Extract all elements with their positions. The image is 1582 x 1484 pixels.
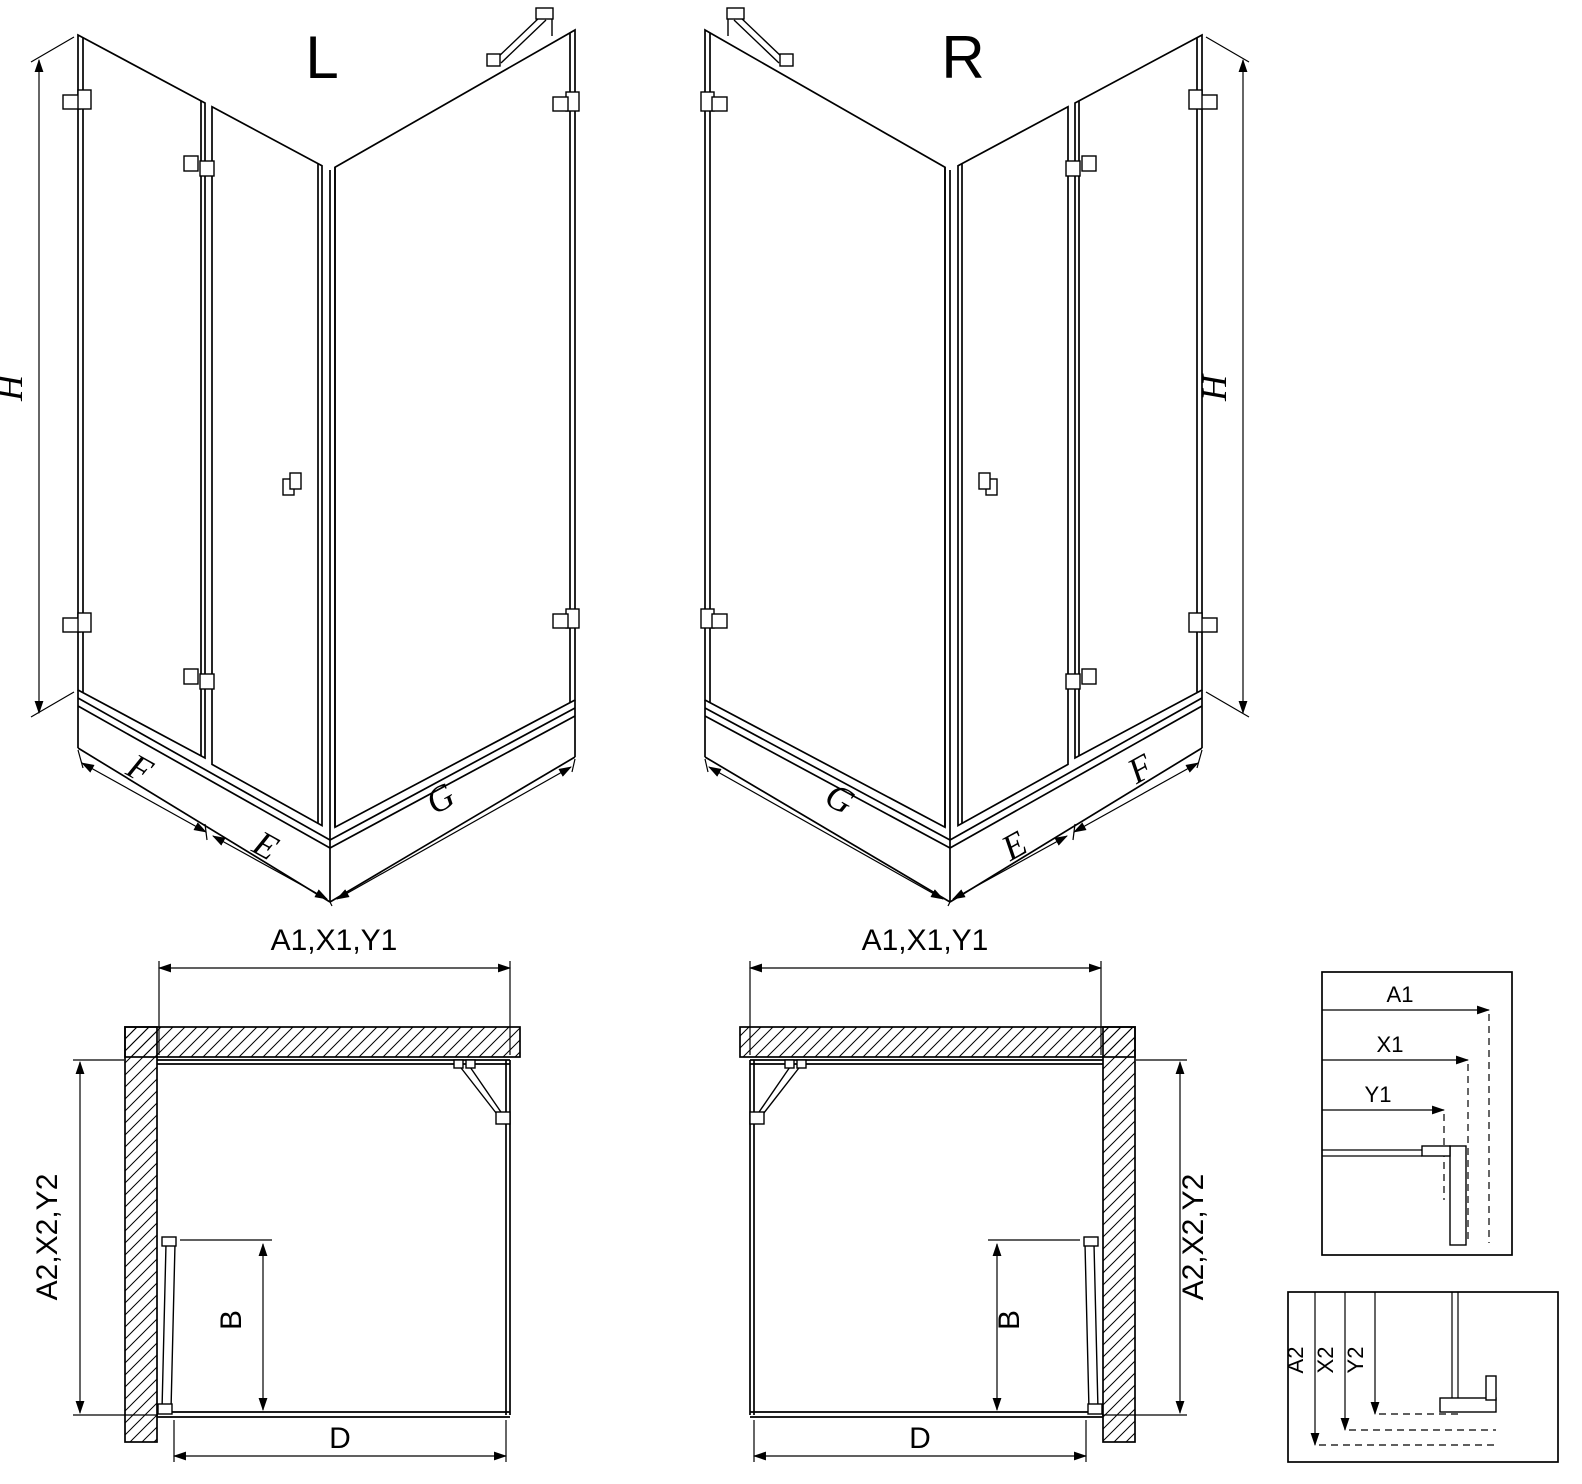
dim-label-door: E xyxy=(994,823,1034,869)
wall-clamp-icon xyxy=(1188,612,1218,633)
dim-label-door-width: B xyxy=(993,1310,1026,1330)
dim-label-depth-side: A2,X2,Y2 xyxy=(31,1174,64,1301)
door-hinge-icon xyxy=(1083,1236,1099,1247)
wall-top xyxy=(739,1026,1136,1058)
door-hinge-icon xyxy=(1065,668,1097,690)
door-handle-icon xyxy=(978,472,998,496)
wall-clamp-icon xyxy=(700,608,728,629)
left-3d-shower-tray xyxy=(77,690,576,903)
right-3d-hardware xyxy=(700,7,1218,690)
wall-clamp-icon xyxy=(1188,89,1218,110)
detail-top-profile xyxy=(1421,1145,1467,1246)
wall-clamp-icon xyxy=(552,608,580,629)
dim-label-width-top: A1,X1,Y1 xyxy=(271,924,398,957)
left-plan-dimensions xyxy=(73,961,512,1462)
wall-clamp-icon xyxy=(700,91,728,112)
right-3d-view: R H F E G xyxy=(700,7,1250,907)
left-3d-glass-panels xyxy=(77,28,576,830)
right-plan-dimensions xyxy=(748,961,1187,1462)
wall-left xyxy=(124,1026,158,1443)
right-3d-shower-tray xyxy=(704,690,1203,903)
right-plan-glass xyxy=(749,1059,1103,1418)
right-plan-walls xyxy=(739,1026,1136,1443)
support-bar-icon xyxy=(726,7,794,67)
wall-right xyxy=(1102,1026,1136,1443)
wall-clamp-icon xyxy=(62,89,92,110)
door-hinge-icon xyxy=(183,668,215,690)
dim-label-depth-side: A2,X2,Y2 xyxy=(1177,1174,1210,1301)
right-plan-view: A1,X1,Y1 A2,X2,Y2 B D xyxy=(739,924,1210,1462)
left-3d-dimensions xyxy=(30,36,576,907)
left-plan-support-bar xyxy=(453,1059,511,1125)
dim-label-door-width: B xyxy=(215,1310,248,1330)
right-plan-door xyxy=(1083,1236,1103,1415)
right-plan-support-bar xyxy=(749,1059,807,1125)
dim-label-side-panel: G xyxy=(819,775,861,823)
right-3d-dimensions xyxy=(704,36,1250,907)
left-plan-door xyxy=(157,1236,177,1415)
dim-label-height: H xyxy=(0,373,30,402)
door-hinge-icon xyxy=(1065,155,1097,177)
dim-label-width-bottom: D xyxy=(909,1422,931,1455)
dim-label-side-panel: G xyxy=(419,775,461,823)
door-hinge-icon xyxy=(183,155,215,177)
detail-label-y1: Y1 xyxy=(1365,1082,1392,1107)
wall-clamp-icon xyxy=(62,612,92,633)
view-label-right: R xyxy=(941,24,984,91)
support-bar-icon xyxy=(486,7,554,67)
wall-top xyxy=(124,1026,521,1058)
left-3d-hardware xyxy=(62,7,580,690)
detail-label-x1: X1 xyxy=(1377,1032,1404,1057)
detail-top-view: A1 X1 Y1 xyxy=(1321,971,1513,1256)
door-hinge-icon xyxy=(1087,1403,1103,1415)
detail-top-frame xyxy=(1321,971,1513,1256)
view-label-left: L xyxy=(305,24,338,91)
dim-label-fixed-panel: F xyxy=(1120,745,1160,792)
dim-label-door: E xyxy=(246,822,286,868)
left-plan-view: A1,X1,Y1 A2,X2,Y2 B D xyxy=(31,924,521,1462)
right-3d-glass-panels xyxy=(704,28,1203,830)
door-handle-icon xyxy=(282,472,302,496)
dim-label-fixed-panel: F xyxy=(120,745,160,792)
left-3d-view: L H F E G xyxy=(0,7,580,907)
left-plan-glass xyxy=(157,1059,511,1418)
detail-bottom-profile xyxy=(1439,1375,1497,1413)
detail-bottom-frame xyxy=(1287,1291,1559,1463)
dim-label-width-bottom: D xyxy=(329,1422,351,1455)
door-hinge-icon xyxy=(161,1236,177,1247)
dim-label-width-top: A1,X1,Y1 xyxy=(862,924,989,957)
detail-label-y2: Y2 xyxy=(1343,1347,1368,1374)
detail-label-a2: A2 xyxy=(1283,1347,1308,1374)
dim-label-height: H xyxy=(1194,373,1234,402)
detail-label-a1: A1 xyxy=(1387,982,1414,1007)
detail-label-x2: X2 xyxy=(1313,1347,1338,1374)
detail-bottom-view: A2 X2 Y2 xyxy=(1283,1291,1559,1463)
left-plan-walls xyxy=(124,1026,521,1443)
door-hinge-icon xyxy=(157,1403,173,1415)
wall-clamp-icon xyxy=(552,91,580,112)
